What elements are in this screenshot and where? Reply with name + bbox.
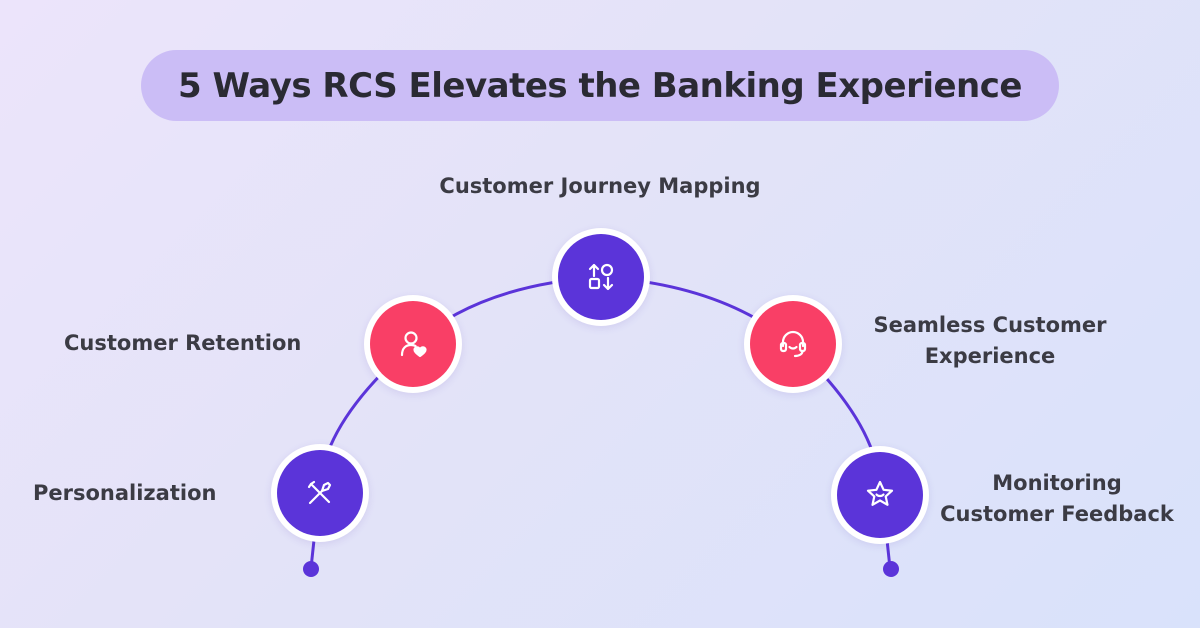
arc-end-dot-right xyxy=(883,561,899,577)
label-seamless-customer-experience: Seamless Customer Experience xyxy=(855,310,1125,372)
arc-end-dot-left xyxy=(303,561,319,577)
node-disc xyxy=(370,301,456,387)
label-line: Seamless Customer xyxy=(873,313,1107,337)
node-personalization xyxy=(271,444,369,542)
label-personalization: Personalization xyxy=(33,481,217,505)
tools-icon xyxy=(307,480,332,505)
node-customer-retention xyxy=(364,295,462,393)
label-line: Customer Feedback xyxy=(940,502,1174,526)
node-seamless-customer-experience xyxy=(744,295,842,393)
label-customer-journey-mapping: Customer Journey Mapping xyxy=(439,174,761,198)
label-customer-retention: Customer Retention xyxy=(64,331,302,355)
star-icon xyxy=(866,480,894,506)
node-customer-journey-mapping xyxy=(552,228,650,326)
node-disc xyxy=(277,450,363,536)
headset-icon xyxy=(779,330,807,358)
user-heart-icon xyxy=(400,331,427,358)
node-monitoring-customer-feedback xyxy=(831,446,929,544)
label-monitoring-customer-feedback: Monitoring Customer Feedback xyxy=(922,468,1192,530)
shapes-arrows-icon xyxy=(588,263,614,291)
node-disc xyxy=(837,452,923,538)
node-disc xyxy=(558,234,644,320)
label-line: Experience xyxy=(924,344,1056,368)
label-line: Monitoring xyxy=(992,471,1122,495)
title-banner: 5 Ways RCS Elevates the Banking Experien… xyxy=(141,50,1059,121)
node-disc xyxy=(750,301,836,387)
page-title: 5 Ways RCS Elevates the Banking Experien… xyxy=(178,65,1022,106)
